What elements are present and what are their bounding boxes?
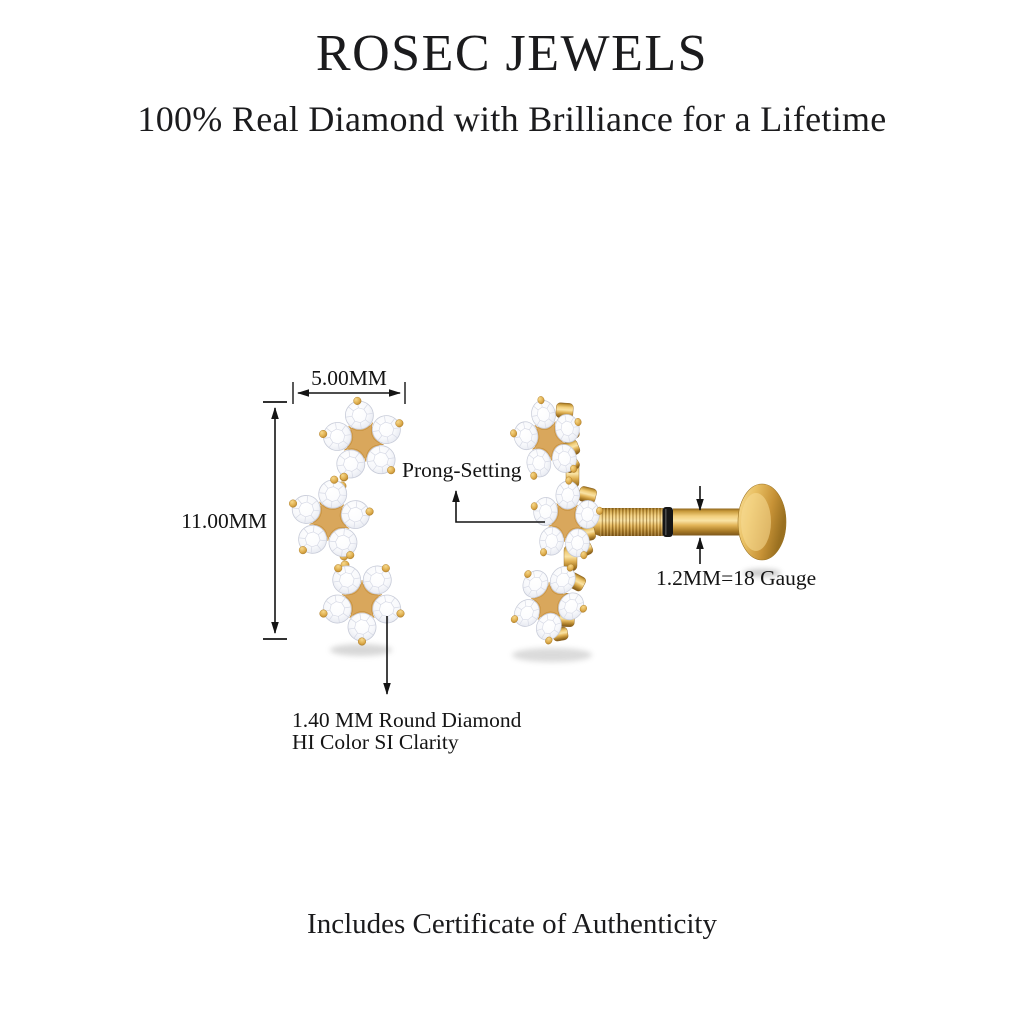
o-ring (662, 507, 673, 537)
screw-post (583, 483, 787, 561)
certificate-note: Includes Certificate of Authenticity (307, 908, 717, 940)
side-view (499, 390, 787, 652)
prong-setting-callout (452, 490, 545, 523)
prong-setting-label: Prong-Setting (402, 458, 522, 482)
gauge-label: 1.2MM=18 Gauge (656, 566, 816, 590)
brand-title: ROSEC JEWELS (315, 25, 709, 82)
front-view (284, 391, 422, 655)
diamond-note-line1: 1.40 MM Round Diamond (292, 708, 522, 732)
diamond-note-line2: HI Color SI Clarity (292, 730, 459, 754)
shadows (330, 569, 781, 662)
height-dimension-label: 11.00MM (181, 509, 267, 533)
height-dimension (263, 401, 287, 640)
width-dimension-label: 5.00MM (311, 366, 387, 390)
width-dimension (292, 382, 406, 404)
brand-tagline: 100% Real Diamond with Brilliance for a … (137, 99, 887, 139)
